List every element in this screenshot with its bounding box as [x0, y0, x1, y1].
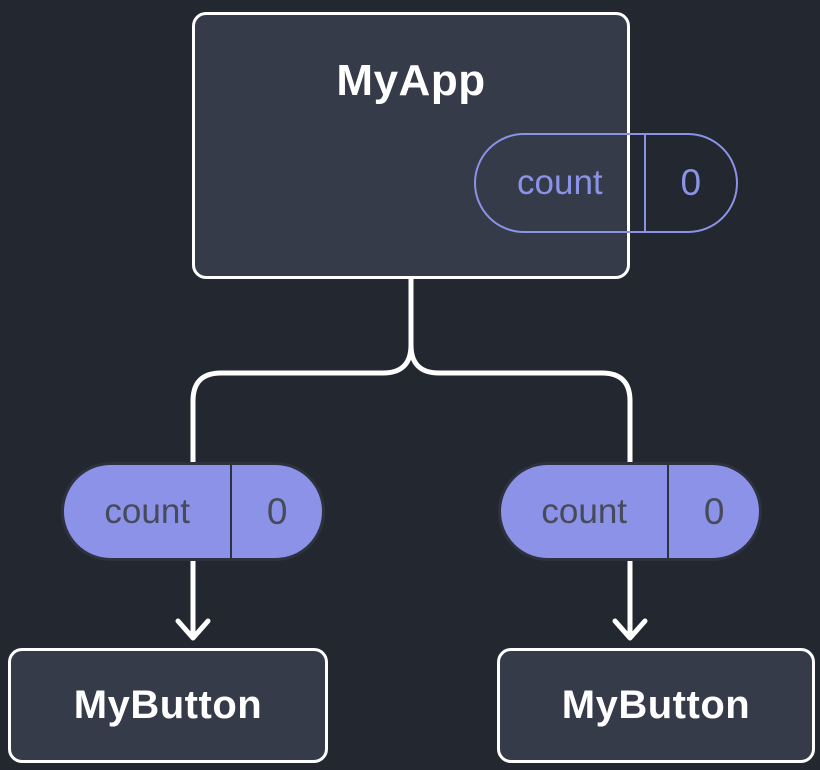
arrowhead-right-icon	[612, 618, 648, 641]
prop-pill-right-key: count	[501, 465, 670, 558]
state-pill: count 0	[474, 133, 738, 233]
mybutton-node-left: MyButton	[8, 648, 328, 763]
prop-pill-right-value: 0	[703, 490, 725, 532]
state-pill-key: count	[476, 135, 646, 231]
mybutton-right-label: MyButton	[561, 683, 751, 727]
myapp-node: MyApp count 0	[192, 12, 738, 279]
mybutton-node-right: MyButton	[497, 648, 815, 763]
prop-pill-left-key: count	[64, 465, 233, 558]
state-pill-value: 0	[680, 162, 702, 203]
prop-pill-left-value: 0	[266, 490, 288, 532]
prop-pill-right: count 0	[498, 462, 762, 561]
myapp-label: MyApp	[336, 56, 486, 105]
mybutton-left-label: MyButton	[73, 683, 263, 727]
arrowhead-left-icon	[175, 618, 211, 641]
prop-pill-left: count 0	[61, 462, 325, 561]
trunk-and-left-branch-line	[190, 273, 414, 639]
right-branch-line	[408, 342, 633, 639]
